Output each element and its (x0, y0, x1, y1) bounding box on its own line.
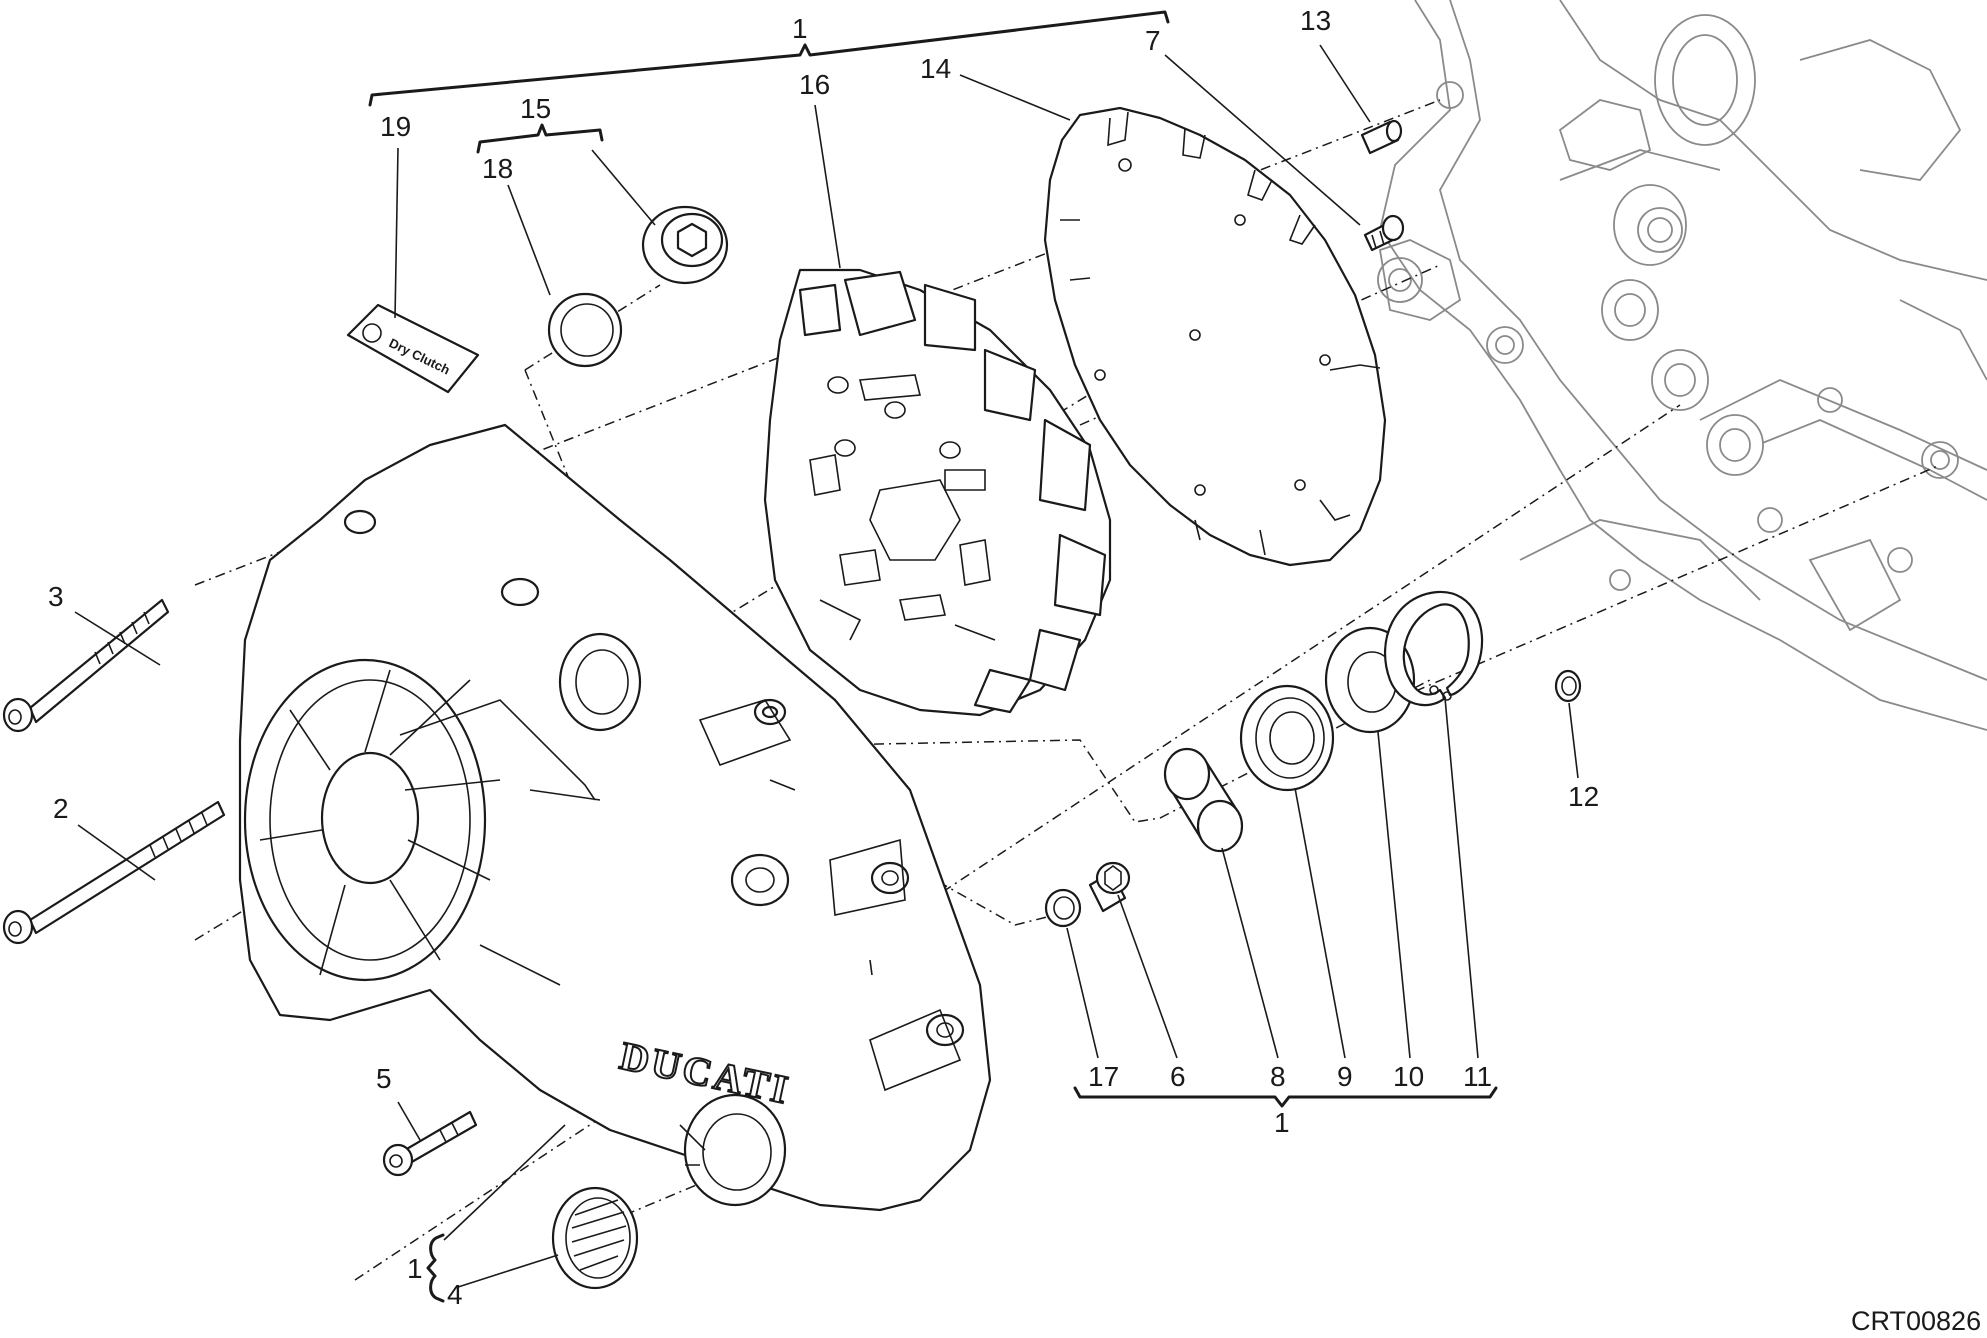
callout-8: 8 (1270, 1061, 1286, 1092)
plug-screw-7 (1363, 214, 1405, 252)
callout-11: 11 (1463, 1061, 1492, 1092)
callout-7: 7 (1145, 25, 1161, 56)
callout-18: 18 (482, 153, 513, 184)
bearing-9 (1239, 684, 1335, 792)
clutch-decal: Dry Clutch (346, 303, 480, 394)
brackets (368, 10, 1498, 1303)
short-bolt-5 (382, 1110, 478, 1177)
bushing-8 (1163, 747, 1244, 853)
callout-2: 2 (53, 793, 69, 824)
inspection-cap-4 (551, 1186, 639, 1290)
callout-17: 17 (1088, 1061, 1119, 1092)
gasket-14 (1043, 106, 1387, 567)
long-bolt-3 (2, 598, 170, 733)
callout-1-bottom: 1 (1274, 1107, 1290, 1138)
callout-1-left: 1 (407, 1253, 423, 1284)
circlip-11 (1384, 590, 1483, 707)
filler-cap-15 (641, 205, 729, 285)
callout-3: 3 (48, 581, 64, 612)
pressure-plate-16 (763, 268, 1112, 717)
crankcase-background (1377, 0, 1987, 731)
callout-labels: 1 19 15 18 16 14 7 13 3 2 5 1 4 17 6 8 9… (48, 5, 1599, 1310)
clutch-cover: DUCATI (238, 423, 992, 1212)
callout-10: 10 (1393, 1061, 1424, 1092)
callout-6: 6 (1170, 1061, 1186, 1092)
seal-ring-18 (547, 292, 623, 368)
callout-14: 14 (920, 53, 951, 84)
drawing-code: CRT00826 (1851, 1306, 1981, 1336)
dowel-pin-13 (1360, 119, 1403, 155)
drain-plug-6 (1088, 861, 1131, 913)
callout-19: 19 (380, 111, 411, 142)
callout-15: 15 (520, 93, 551, 124)
o-ring-12 (1554, 669, 1582, 703)
callout-4: 4 (447, 1279, 463, 1310)
callout-12: 12 (1568, 781, 1599, 812)
callout-16: 16 (799, 69, 830, 100)
washer-17 (1044, 888, 1082, 928)
callout-1-top: 1 (792, 13, 808, 44)
callout-5: 5 (376, 1063, 392, 1094)
leader-lines (74, 44, 1579, 1289)
callout-13: 13 (1300, 5, 1331, 36)
callout-9: 9 (1337, 1061, 1353, 1092)
long-bolt-2 (2, 800, 226, 945)
